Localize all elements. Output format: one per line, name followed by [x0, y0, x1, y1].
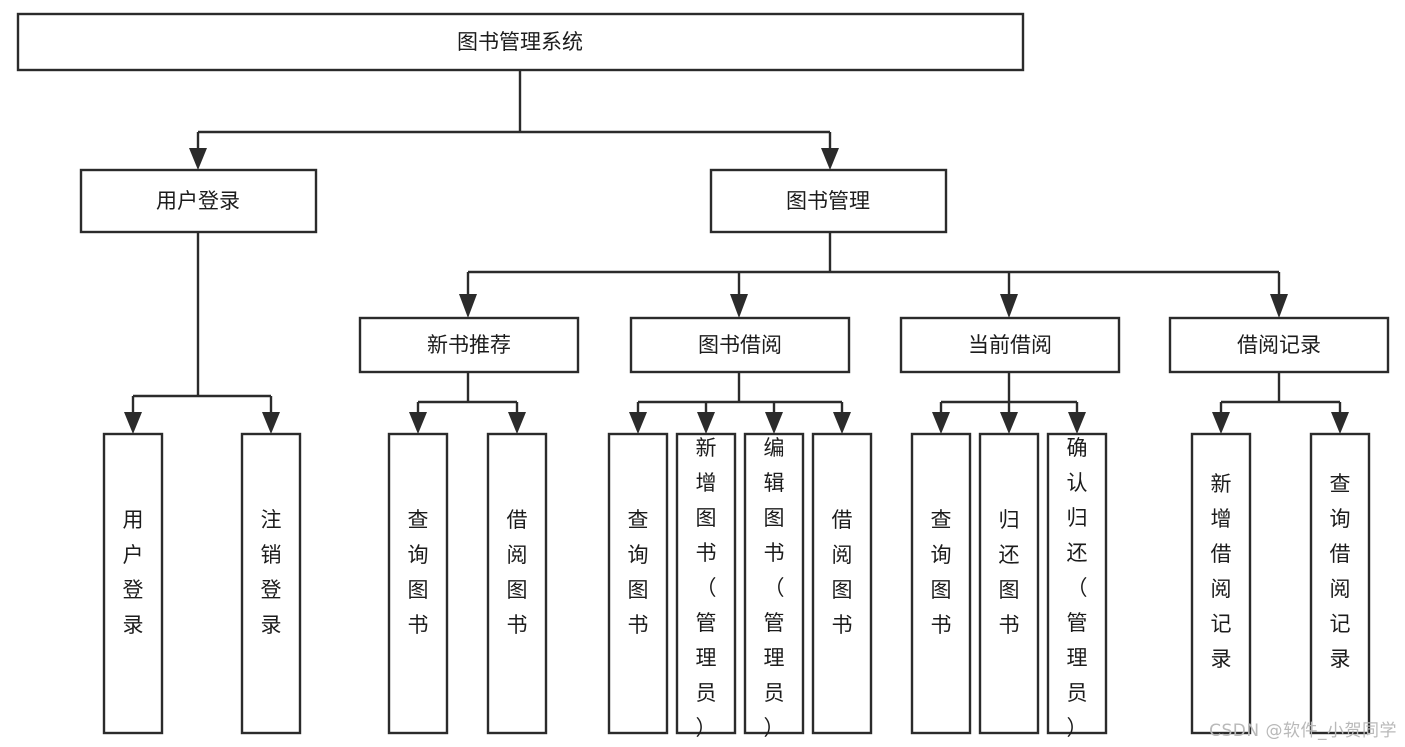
arrow-head-newbook-leaf-1	[409, 412, 427, 434]
arrow-head-newbook-leaf-2	[508, 412, 526, 434]
leaf-new-book-borrow[interactable]: 借阅图书	[486, 432, 548, 735]
leaf-label-user-login-login: 用户登录	[123, 508, 144, 637]
arrow-head-borrowrecord-leaf-2	[1331, 412, 1349, 434]
node-borrow-record[interactable]: 借阅记录	[1168, 316, 1390, 374]
arrow-head-borrow-record	[1270, 294, 1288, 318]
node-label-new-book-recommend: 新书推荐	[427, 333, 511, 357]
node-label-borrow-record: 借阅记录	[1237, 333, 1321, 357]
leaf-current-borrow-query[interactable]: 查询图书	[910, 432, 972, 735]
leaf-label-user-login-logout: 注销登录	[261, 508, 282, 637]
arrow-head-bookborrow-leaf-4	[833, 412, 851, 434]
node-new-book-recommend[interactable]: 新书推荐	[358, 316, 580, 374]
arrow-head-book-mgmt	[821, 148, 839, 170]
arrow-head-currentborrow-leaf-1	[932, 412, 950, 434]
node-user-login[interactable]: 用户登录	[79, 168, 318, 234]
leaf-label-borrow-record-query: 查询借阅记录	[1330, 472, 1351, 671]
arrow-head-currentborrow-leaf-3	[1068, 412, 1086, 434]
arrow-head-user-login	[189, 148, 207, 170]
leaf-label-new-book-query: 查询图书	[408, 508, 429, 637]
arrow-head-new-book	[459, 294, 477, 318]
arrow-head-bookborrow-leaf-1	[629, 412, 647, 434]
arrow-head-current-borrow	[1000, 294, 1018, 318]
arrow-head-bookborrow-leaf-3	[765, 412, 783, 434]
node-root-book-management-system[interactable]: 图书管理系统	[16, 12, 1025, 72]
node-book-management[interactable]: 图书管理	[709, 168, 948, 234]
leaf-current-borrow-confirm[interactable]: 确认归还（管理员）	[1046, 432, 1108, 740]
node-current-borrow[interactable]: 当前借阅	[899, 316, 1121, 374]
node-label-book-management: 图书管理	[786, 189, 870, 213]
arrow-head-leaf-user-login	[124, 412, 142, 434]
leaf-book-borrow-edit[interactable]: 编辑图书（管理员）	[743, 432, 805, 740]
arrow-head-bookborrow-leaf-2	[697, 412, 715, 434]
leaf-book-borrow-query[interactable]: 查询图书	[607, 432, 669, 735]
leaf-book-borrow-borrow[interactable]: 借阅图书	[811, 432, 873, 735]
leaf-book-borrow-add[interactable]: 新增图书（管理员）	[675, 432, 737, 740]
node-label-root: 图书管理系统	[457, 30, 583, 54]
arrow-head-currentborrow-leaf-2	[1000, 412, 1018, 434]
leaf-label-new-book-borrow: 借阅图书	[507, 508, 528, 637]
node-book-borrow[interactable]: 图书借阅	[629, 316, 851, 374]
leaf-label-book-borrow-edit: 编辑图书（管理员）	[764, 436, 785, 740]
edges-layer	[124, 70, 1349, 434]
nodes-layer: 图书管理系统 用户登录 图书管理 新书推荐 图书借阅	[16, 12, 1390, 740]
leaf-label-current-borrow-query: 查询图书	[931, 508, 952, 637]
node-label-book-borrow: 图书借阅	[698, 333, 782, 357]
leaf-borrow-record-query[interactable]: 查询借阅记录	[1309, 432, 1371, 735]
leaf-user-login-logout[interactable]: 注销登录	[240, 432, 302, 735]
leaf-label-book-borrow-borrow: 借阅图书	[832, 508, 853, 637]
arrow-head-borrowrecord-leaf-1	[1212, 412, 1230, 434]
arrow-head-leaf-logout	[262, 412, 280, 434]
node-label-current-borrow: 当前借阅	[968, 333, 1052, 357]
node-label-user-login: 用户登录	[156, 189, 240, 213]
leaf-label-current-borrow-return: 归还图书	[999, 508, 1020, 637]
leaf-label-borrow-record-add: 新增借阅记录	[1211, 472, 1232, 671]
leaf-user-login-login[interactable]: 用户登录	[102, 432, 164, 735]
leaf-new-book-query[interactable]: 查询图书	[387, 432, 449, 735]
leaf-label-current-borrow-confirm: 确认归还（管理员）	[1067, 436, 1088, 740]
leaf-label-book-borrow-add: 新增图书（管理员）	[696, 436, 717, 740]
leaf-label-book-borrow-query: 查询图书	[628, 508, 649, 637]
leaf-current-borrow-return[interactable]: 归还图书	[978, 432, 1040, 735]
leaf-borrow-record-add[interactable]: 新增借阅记录	[1190, 432, 1252, 735]
arrow-head-book-borrow	[730, 294, 748, 318]
